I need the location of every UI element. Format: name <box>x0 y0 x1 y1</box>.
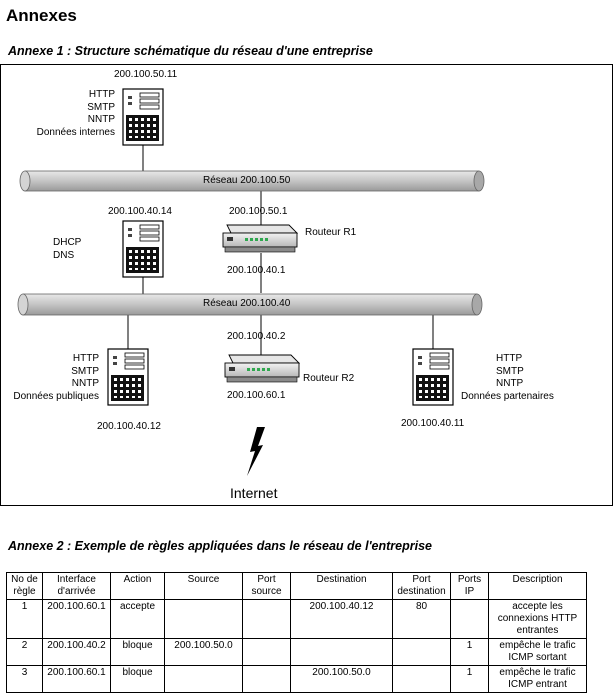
header-rule-no: No de règle <box>6 572 43 600</box>
table-cell: 200.100.60.1 <box>42 599 111 639</box>
network-bottom-label: Réseau 200.100.40 <box>203 298 291 309</box>
service-label: Données partenaires <box>461 390 554 402</box>
table-cell: empêche le trafic ICMP sortant <box>488 638 587 666</box>
router-r1-name: Routeur R1 <box>305 227 357 238</box>
network-diagram: Réseau 200.100.50 Réseau 200.100.40 200.… <box>0 64 613 506</box>
table-cell: 1 <box>6 599 43 639</box>
table-cell: 2 <box>6 638 43 666</box>
table-cell: accepte les connexions HTTP entrantes <box>488 599 587 639</box>
header-destination: Destination <box>290 572 393 600</box>
header-ip-ports: Ports IP <box>450 572 489 600</box>
service-label: DNS <box>53 249 75 261</box>
router-r2-icon <box>224 354 301 383</box>
table-cell <box>164 599 243 639</box>
header-action: Action <box>110 572 165 600</box>
router-r2-ip-top: 200.100.40.2 <box>227 331 286 342</box>
server-public-icon <box>107 348 149 406</box>
table-cell: 200.100.50.0 <box>290 665 393 693</box>
page-heading: Annexes <box>6 6 77 25</box>
table-cell: 80 <box>392 599 451 639</box>
table-cell <box>164 665 243 693</box>
table-cell: 200.100.40.2 <box>42 638 111 666</box>
network-pipe-top <box>19 170 485 192</box>
table-cell <box>450 599 489 639</box>
table-cell <box>392 665 451 693</box>
service-label: HTTP <box>88 89 115 100</box>
server-dhcp-ip: 200.100.40.14 <box>108 206 172 217</box>
server-partner-ip: 200.100.40.11 <box>401 418 465 429</box>
service-label: SMTP <box>87 101 115 113</box>
service-label: Données publiques <box>13 390 99 402</box>
table-cell: empêche le trafic ICMP entrant <box>488 665 587 693</box>
network-diagram-svg <box>17 88 485 476</box>
annex2-title: Annexe 2 : Exemple de règles appliquées … <box>8 539 432 553</box>
table-cell: 3 <box>6 665 43 693</box>
header-source: Source <box>164 572 243 600</box>
header-interface: Interface d'arrivée <box>42 572 111 600</box>
service-label: SMTP <box>496 365 524 377</box>
service-label: Données internes <box>36 126 115 138</box>
table-cell <box>392 638 451 666</box>
header-destination-port: Port destination <box>392 572 451 600</box>
network-pipe-bottom <box>17 293 483 316</box>
server-dhcp-icon <box>122 220 164 278</box>
router-r2-ip-bottom: 200.100.60.1 <box>227 390 286 401</box>
table-cell <box>242 599 291 639</box>
table-cell: accepte <box>110 599 165 639</box>
server-public-services: HTTP SMTP NNTP Données publiques <box>3 353 99 403</box>
connection-lines <box>127 145 434 355</box>
service-label: NNTP <box>71 378 99 389</box>
service-label: NNTP <box>87 114 115 125</box>
network-top-label: Réseau 200.100.50 <box>203 175 291 186</box>
table-cell: 200.100.60.1 <box>42 665 111 693</box>
table-row: 3 200.100.60.1 bloque 200.100.50.0 1 emp… <box>6 665 587 693</box>
router-r2-name: Routeur R2 <box>303 373 355 384</box>
router-r1-icon <box>222 224 299 253</box>
service-label: SMTP <box>71 365 99 377</box>
table-cell: bloque <box>110 665 165 693</box>
internet-label: Internet <box>230 485 278 501</box>
table-cell: 200.100.40.12 <box>290 599 393 639</box>
server-public-ip: 200.100.40.12 <box>97 421 161 432</box>
service-label: HTTP <box>72 353 99 364</box>
table-cell <box>242 665 291 693</box>
annex1-title: Annexe 1 : Structure schématique du rése… <box>8 44 373 58</box>
service-label: HTTP <box>496 353 523 364</box>
header-description: Description <box>488 572 587 600</box>
server-dhcp-services: DHCP DNS <box>53 237 81 262</box>
table-cell <box>290 638 393 666</box>
table-cell: 1 <box>450 638 489 666</box>
server-internal-services: HTTP SMTP NNTP Données internes <box>21 89 115 139</box>
router-r1-ip-bottom: 200.100.40.1 <box>227 265 286 276</box>
service-label: NNTP <box>496 378 524 389</box>
router-r1-ip-top: 200.100.50.1 <box>229 206 288 217</box>
table-header-row: No de règle Interface d'arrivée Action S… <box>6 572 587 600</box>
server-internal-icon <box>122 88 164 146</box>
table-row: 2 200.100.40.2 bloque 200.100.50.0 1 emp… <box>6 638 587 666</box>
table-cell <box>242 638 291 666</box>
table-cell: bloque <box>110 638 165 666</box>
server-partner-services: HTTP SMTP NNTP Données partenaires <box>461 353 554 403</box>
lightning-bolt-icon <box>247 427 265 476</box>
table-row: 1 200.100.60.1 accepte 200.100.40.12 80 … <box>6 599 587 639</box>
service-label: DHCP <box>53 237 82 248</box>
server-partner-icon <box>412 348 454 406</box>
table-cell: 200.100.50.0 <box>164 638 243 666</box>
rules-table: No de règle Interface d'arrivée Action S… <box>6 572 587 693</box>
server-internal-ip: 200.100.50.11 <box>114 69 178 80</box>
table-cell: 1 <box>450 665 489 693</box>
header-source-port: Port source <box>242 572 291 600</box>
